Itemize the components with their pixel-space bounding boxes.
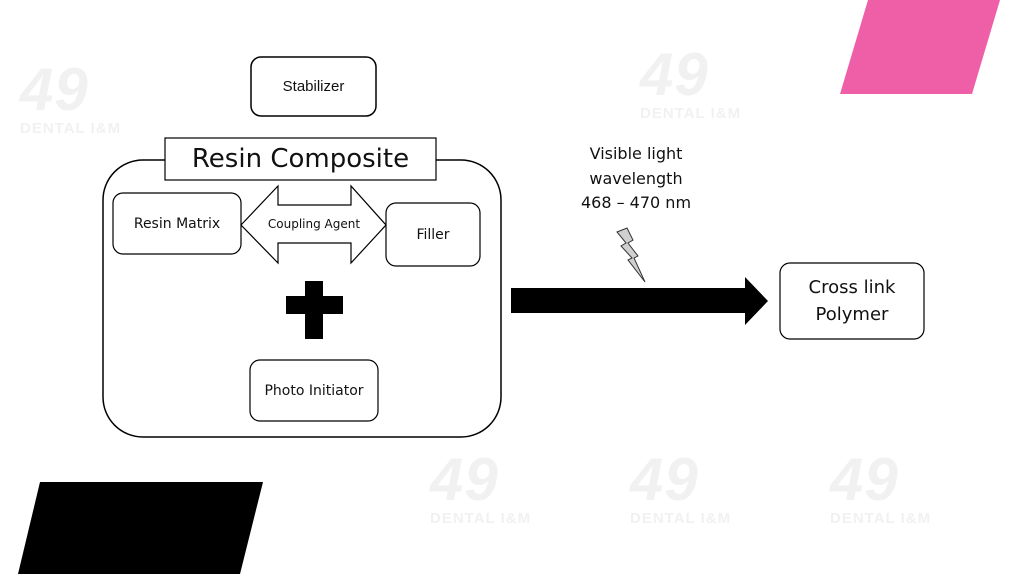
stabilizer-box <box>250 56 377 117</box>
light-label-line: 468 – 470 nm <box>580 193 692 212</box>
plus-icon <box>286 281 343 339</box>
light-label: Visible light wavelength 468 – 470 nm <box>556 142 716 216</box>
cross-link-polymer-label: Cross link Polymer <box>780 263 924 339</box>
photo-initiator-label: Photo Initiator <box>264 382 364 399</box>
cross-link-polymer-box <box>779 262 925 340</box>
photo-initiator-box <box>249 359 379 422</box>
light-label-line: wavelength <box>589 168 683 188</box>
product-line: Cross link <box>808 277 896 298</box>
filler-label: Filler <box>416 226 450 243</box>
resin-composite-title: Resin Composite <box>191 144 410 174</box>
coupling-agent-label: Coupling Agent <box>267 217 361 231</box>
filler-box <box>385 202 481 267</box>
light-label-line: Visible light <box>589 144 683 163</box>
resin-composite-title-box <box>164 137 437 181</box>
lightning-bolt-icon <box>616 227 646 283</box>
resin-matrix-label: Resin Matrix <box>133 215 221 232</box>
black-corner-shape <box>18 482 263 574</box>
resin-matrix-box <box>112 192 242 255</box>
pink-corner-shape <box>840 0 1000 94</box>
reaction-arrow <box>511 277 768 325</box>
product-line: Polymer <box>815 304 889 325</box>
stabilizer-label: Stabilizer <box>282 78 345 95</box>
